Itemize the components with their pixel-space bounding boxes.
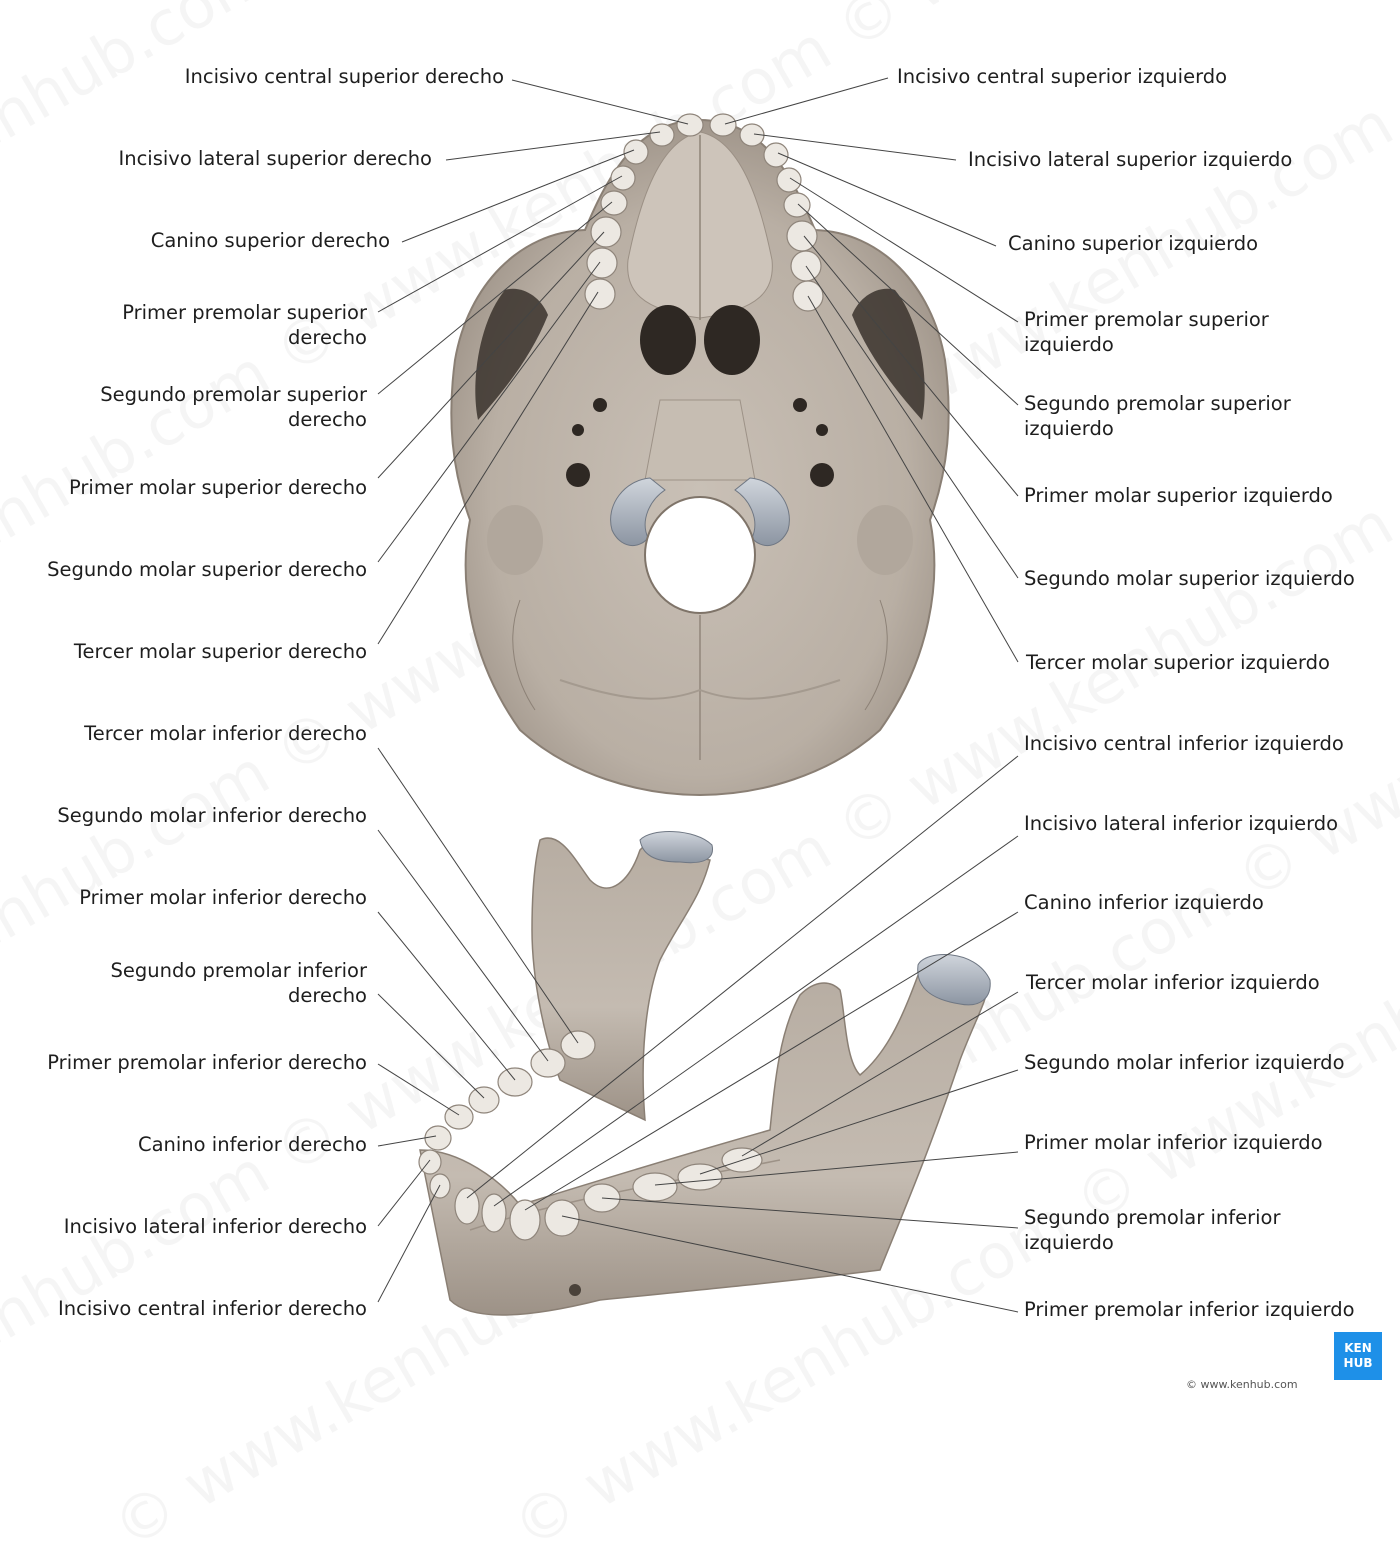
right-temporal-fossa xyxy=(475,288,548,420)
label-incisivo-central-superior-derecho: Incisivo central superior derecho xyxy=(184,65,504,88)
label-canino-superior-izquierdo: Canino superior izquierdo xyxy=(1008,232,1259,255)
mental-foramen xyxy=(569,1284,581,1296)
label-canino-inferior-izquierdo: Canino inferior izquierdo xyxy=(1024,891,1264,914)
upper-teeth-left xyxy=(709,113,824,312)
label-incisivo-central-superior-izquierdo: Incisivo central superior izquierdo xyxy=(897,65,1228,88)
label-segundo-molar-superior-izquierdo: Segundo molar superior izquierdo xyxy=(1024,567,1355,590)
right-choana xyxy=(640,305,696,375)
label-incisivo-central-inferior-derecho: Incisivo central inferior derecho xyxy=(58,1297,367,1320)
label-tercer-molar-superior-izquierdo: Tercer molar superior izquierdo xyxy=(1026,651,1330,674)
label-primer-premolar-inferior-derecho: Primer premolar inferior derecho xyxy=(47,1051,367,1074)
left-choana xyxy=(704,305,760,375)
left-temporal-fossa xyxy=(852,288,925,420)
leader-lines xyxy=(377,77,1019,1313)
label-primer-molar-inferior-izquierdo: Primer molar inferior izquierdo xyxy=(1024,1131,1323,1154)
lower-teeth-right xyxy=(418,1030,596,1199)
label-primer-molar-superior-izquierdo: Primer molar superior izquierdo xyxy=(1024,484,1333,507)
label-tercer-molar-superior-derecho: Tercer molar superior derecho xyxy=(73,640,367,663)
label-canino-superior-derecho: Canino superior derecho xyxy=(150,229,390,252)
label-segundo-molar-inferior-izquierdo: Segundo molar inferior izquierdo xyxy=(1024,1051,1345,1074)
label-incisivo-lateral-inferior-izquierdo: Incisivo lateral inferior izquierdo xyxy=(1024,812,1339,835)
foramen-magnum xyxy=(644,496,756,614)
left-occipital-condyle xyxy=(734,477,790,546)
right-condyle-cartilage xyxy=(639,831,714,864)
right-ramus xyxy=(531,837,711,1122)
label-canino-inferior-derecho: Canino inferior derecho xyxy=(137,1133,367,1156)
skull-base xyxy=(450,118,950,797)
label-primer-molar-inferior-derecho: Primer molar inferior derecho xyxy=(79,886,367,909)
label-segundo-molar-superior-derecho: Segundo molar superior derecho xyxy=(47,558,367,581)
label-incisivo-central-inferior-izquierdo: Incisivo central inferior izquierdo xyxy=(1024,732,1344,755)
mandible-body xyxy=(419,969,987,1316)
label-primer-premolar-inferior-izquierdo: Primer premolar inferior izquierdo xyxy=(1024,1298,1355,1321)
upper-teeth-right xyxy=(584,113,704,310)
copyright-text: © www.kenhub.com xyxy=(1186,1378,1298,1391)
label-incisivo-lateral-inferior-derecho: Incisivo lateral inferior derecho xyxy=(63,1215,367,1238)
label-tercer-molar-inferior-izquierdo: Tercer molar inferior izquierdo xyxy=(1026,971,1320,994)
right-occipital-condyle xyxy=(610,477,666,546)
dentition-diagram xyxy=(377,77,1019,1316)
label-incisivo-lateral-superior-izquierdo: Incisivo lateral superior izquierdo xyxy=(968,148,1293,171)
label-incisivo-lateral-superior-derecho: Incisivo lateral superior derecho xyxy=(118,147,432,170)
label-primer-molar-superior-derecho: Primer molar superior derecho xyxy=(68,476,367,499)
label-segundo-molar-inferior-derecho: Segundo molar inferior derecho xyxy=(57,804,367,827)
left-condyle-cartilage xyxy=(917,954,991,1006)
label-tercer-molar-inferior-derecho: Tercer molar inferior derecho xyxy=(84,722,367,745)
